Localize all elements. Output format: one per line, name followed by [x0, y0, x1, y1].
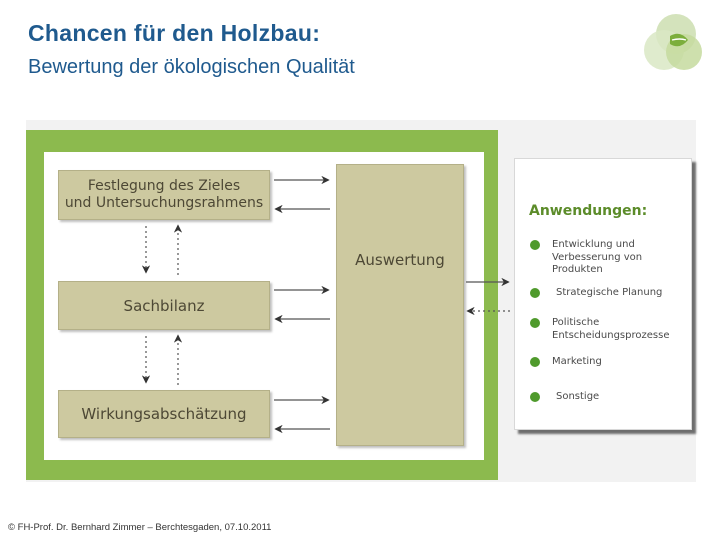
bullet-icon [530, 357, 540, 367]
application-label: Strategische Planung [556, 287, 663, 298]
application-label: Entwicklung und Verbesserung von Produkt… [552, 239, 643, 275]
logo-icon [644, 14, 702, 70]
application-label: Sonstige [556, 391, 600, 402]
goal-scope-box: Festlegung des Zieles und Untersuchungsr… [58, 170, 270, 220]
impact-assessment-label: Wirkungsabschätzung [81, 405, 247, 423]
slide-footer: © FH-Prof. Dr. Bernhard Zimmer – Berchte… [8, 522, 272, 533]
application-label: Marketing [552, 356, 602, 367]
evaluation-box: Auswertung [336, 164, 464, 446]
goal-scope-label: Festlegung des Zieles und Untersuchungsr… [64, 178, 264, 211]
bullet-icon [530, 392, 540, 402]
bullet-icon [530, 240, 540, 250]
bullet-icon [530, 288, 540, 298]
slide-subtitle: Bewertung der ökologischen Qualität [28, 56, 355, 78]
application-label: Politische Entscheidungsprozesse [552, 317, 670, 341]
applications-panel: Anwendungen: Entwicklung und Verbesserun… [514, 158, 692, 430]
inventory-box: Sachbilanz [58, 281, 270, 330]
slide-title: Chancen für den Holzbau: [28, 20, 321, 46]
inventory-label: Sachbilanz [123, 296, 205, 315]
applications-title: Anwendungen: [529, 203, 648, 219]
impact-assessment-box: Wirkungsabschätzung [58, 390, 270, 438]
bullet-icon [530, 318, 540, 328]
evaluation-label: Auswertung [355, 251, 445, 269]
